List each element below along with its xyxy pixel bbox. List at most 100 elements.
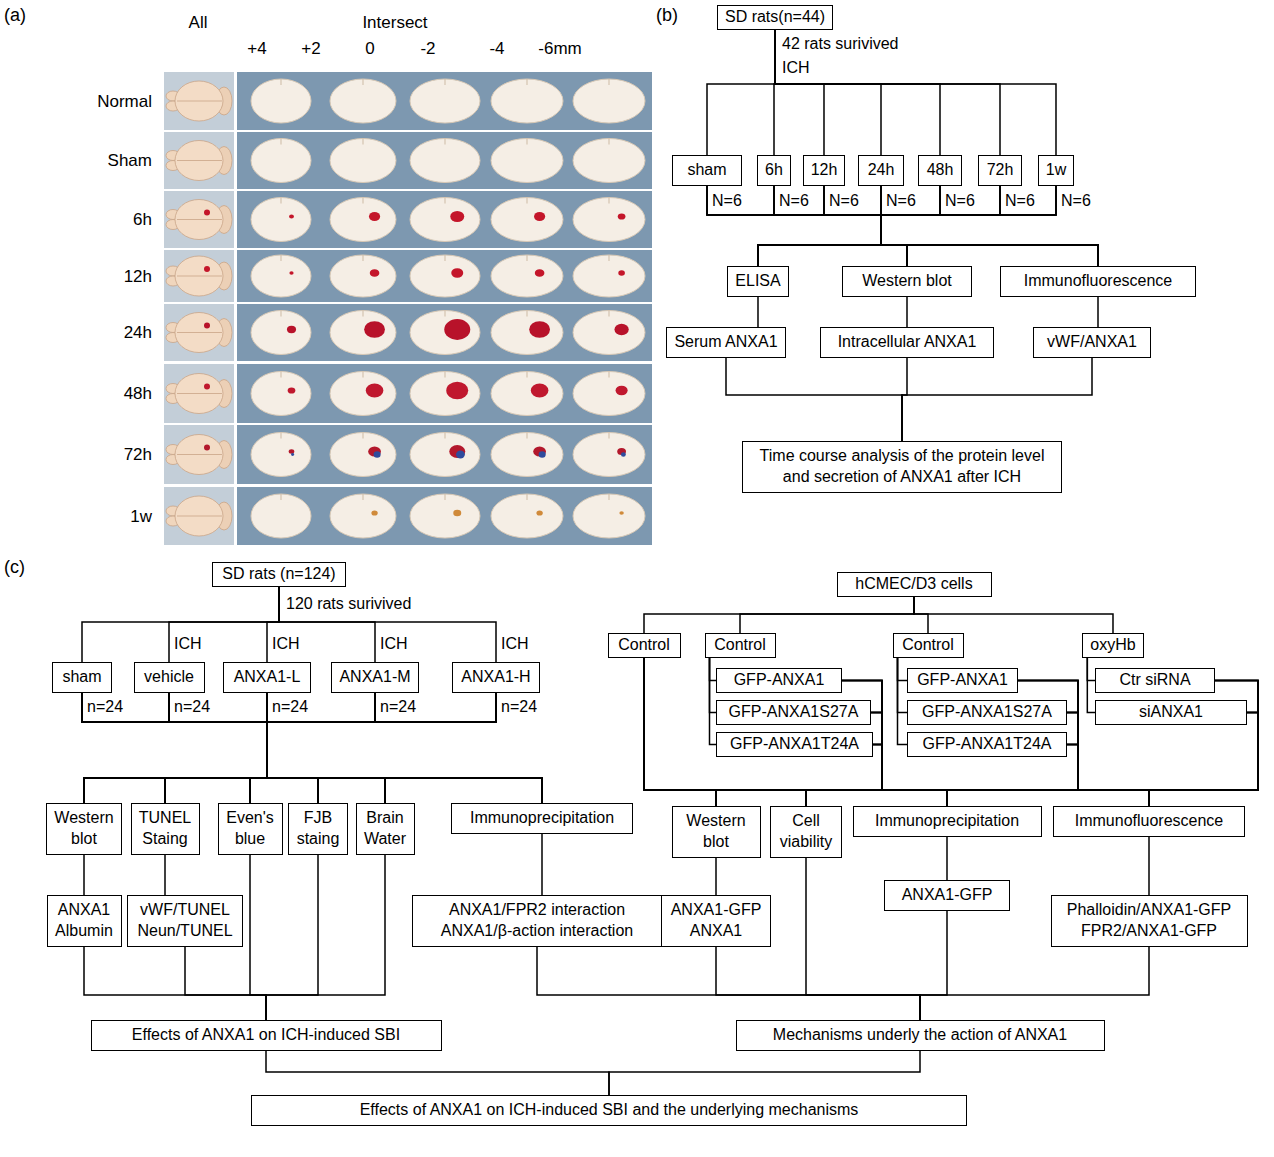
- brain-slice: [410, 433, 480, 477]
- box-text: Effects of ANXA1 on ICH-induced SBI and …: [259, 1100, 959, 1121]
- connector: [758, 186, 1000, 266]
- brain-slice: [251, 79, 311, 123]
- slice-midline: [445, 311, 446, 317]
- box-text: Phalloidin/ANXA1-GFP FPR2/ANXA1-GFP: [1059, 900, 1240, 942]
- process-box: vWF/TUNEL Neun/TUNEL: [127, 895, 243, 947]
- process-box: GFP-ANXA1S27A: [907, 700, 1067, 725]
- photo-ground: [164, 304, 234, 361]
- hematoma-spot: [451, 268, 463, 278]
- connector: [185, 947, 266, 1020]
- brain-midline: [177, 332, 222, 333]
- hematoma-spot: [289, 215, 294, 219]
- connector: [82, 693, 542, 803]
- connector: [716, 712, 1258, 806]
- connector: [906, 297, 908, 327]
- box-text: 24h: [866, 160, 896, 181]
- annotation-label: 0: [365, 38, 374, 59]
- connector: [267, 693, 496, 803]
- process-box: 24h: [858, 155, 904, 186]
- connector: [707, 186, 881, 266]
- connector: [881, 186, 1098, 266]
- process-box: Control: [608, 633, 681, 658]
- hematoma-spot: [204, 384, 210, 390]
- photo-ground: [164, 487, 234, 545]
- connector: [806, 712, 882, 806]
- slice-midline: [445, 198, 446, 204]
- connector: [541, 834, 543, 895]
- connector: [644, 658, 716, 806]
- connector: [716, 680, 1258, 806]
- slice-midline: [609, 494, 610, 500]
- box-text: Immunofluorescence: [1008, 271, 1188, 292]
- slice-midline: [609, 198, 610, 204]
- box-text: Immunoprecipitation: [459, 808, 625, 829]
- whole-brain: [175, 81, 223, 121]
- brain-slice: [573, 79, 645, 123]
- box-text: GFP-ANXA1S27A: [915, 702, 1059, 723]
- connector: [82, 693, 318, 803]
- hematoma-spot: [444, 319, 470, 340]
- brain-slice: [491, 494, 563, 538]
- process-box: FJB staing: [288, 803, 348, 855]
- brain-slice: [330, 255, 396, 297]
- whole-brain: [175, 496, 223, 536]
- connector: [1087, 658, 1095, 681]
- slice-midline: [281, 139, 282, 145]
- annotation-label: N=6: [1005, 191, 1035, 211]
- process-box: 6h: [757, 155, 791, 186]
- box-text: Western blot: [680, 811, 753, 853]
- brain-slice: [410, 79, 480, 123]
- process-box: 72h: [978, 155, 1022, 186]
- slice-midline: [445, 433, 446, 439]
- process-box: GFP-ANXA1T24A: [907, 732, 1067, 757]
- hematoma-spot: [370, 269, 380, 277]
- hematoma-spot: [288, 387, 296, 393]
- connector: [716, 947, 920, 1020]
- hematoma-spot: [374, 451, 381, 457]
- brain-midline: [177, 160, 222, 161]
- annotation-label: 120 rats surivived: [286, 594, 411, 614]
- process-box: ANXA1-GFP ANXA1: [661, 895, 771, 947]
- annotation-label: ICH: [380, 634, 408, 654]
- connector: [902, 358, 1092, 441]
- slice-midline: [281, 198, 282, 204]
- hematoma-spot: [289, 449, 295, 453]
- slice-midline: [609, 79, 610, 85]
- connector: [164, 855, 166, 895]
- photo-ground: [164, 72, 234, 130]
- connector: [914, 597, 1113, 633]
- connector: [881, 186, 1056, 266]
- connector: [758, 186, 881, 266]
- annotation-label: n=24: [501, 697, 537, 717]
- annotation-label: Sham: [108, 150, 152, 171]
- brain-midline: [177, 454, 222, 455]
- connector: [716, 680, 882, 806]
- hematoma-spot: [287, 326, 296, 333]
- annotation-label: +4: [247, 38, 266, 59]
- annotation-label: ICH: [782, 58, 810, 78]
- box-text: vehicle: [142, 667, 197, 688]
- slice-midline: [363, 372, 364, 378]
- connector: [644, 658, 1149, 806]
- annotation-label: 72h: [124, 444, 152, 465]
- slice-midline: [445, 139, 446, 145]
- hematoma-spot: [621, 452, 626, 456]
- box-text: SD rats(n=44): [725, 7, 825, 28]
- connector: [757, 297, 759, 327]
- process-box: Brain Water: [356, 803, 415, 855]
- brain-slice: [573, 372, 645, 416]
- slice-midline: [363, 198, 364, 204]
- annotation-label: +2: [301, 38, 320, 59]
- hematoma-spot: [204, 210, 210, 216]
- connector: [82, 693, 267, 803]
- connector: [914, 597, 928, 633]
- connector: [82, 693, 385, 803]
- connector: [609, 1051, 920, 1095]
- brain-slice: [251, 372, 311, 416]
- box-text: Intracellular ANXA1: [828, 332, 986, 353]
- brain-slice: [330, 372, 396, 416]
- connector: [716, 712, 882, 806]
- brain-slice: [410, 311, 480, 355]
- connector: [165, 693, 496, 803]
- slice-midline: [281, 79, 282, 85]
